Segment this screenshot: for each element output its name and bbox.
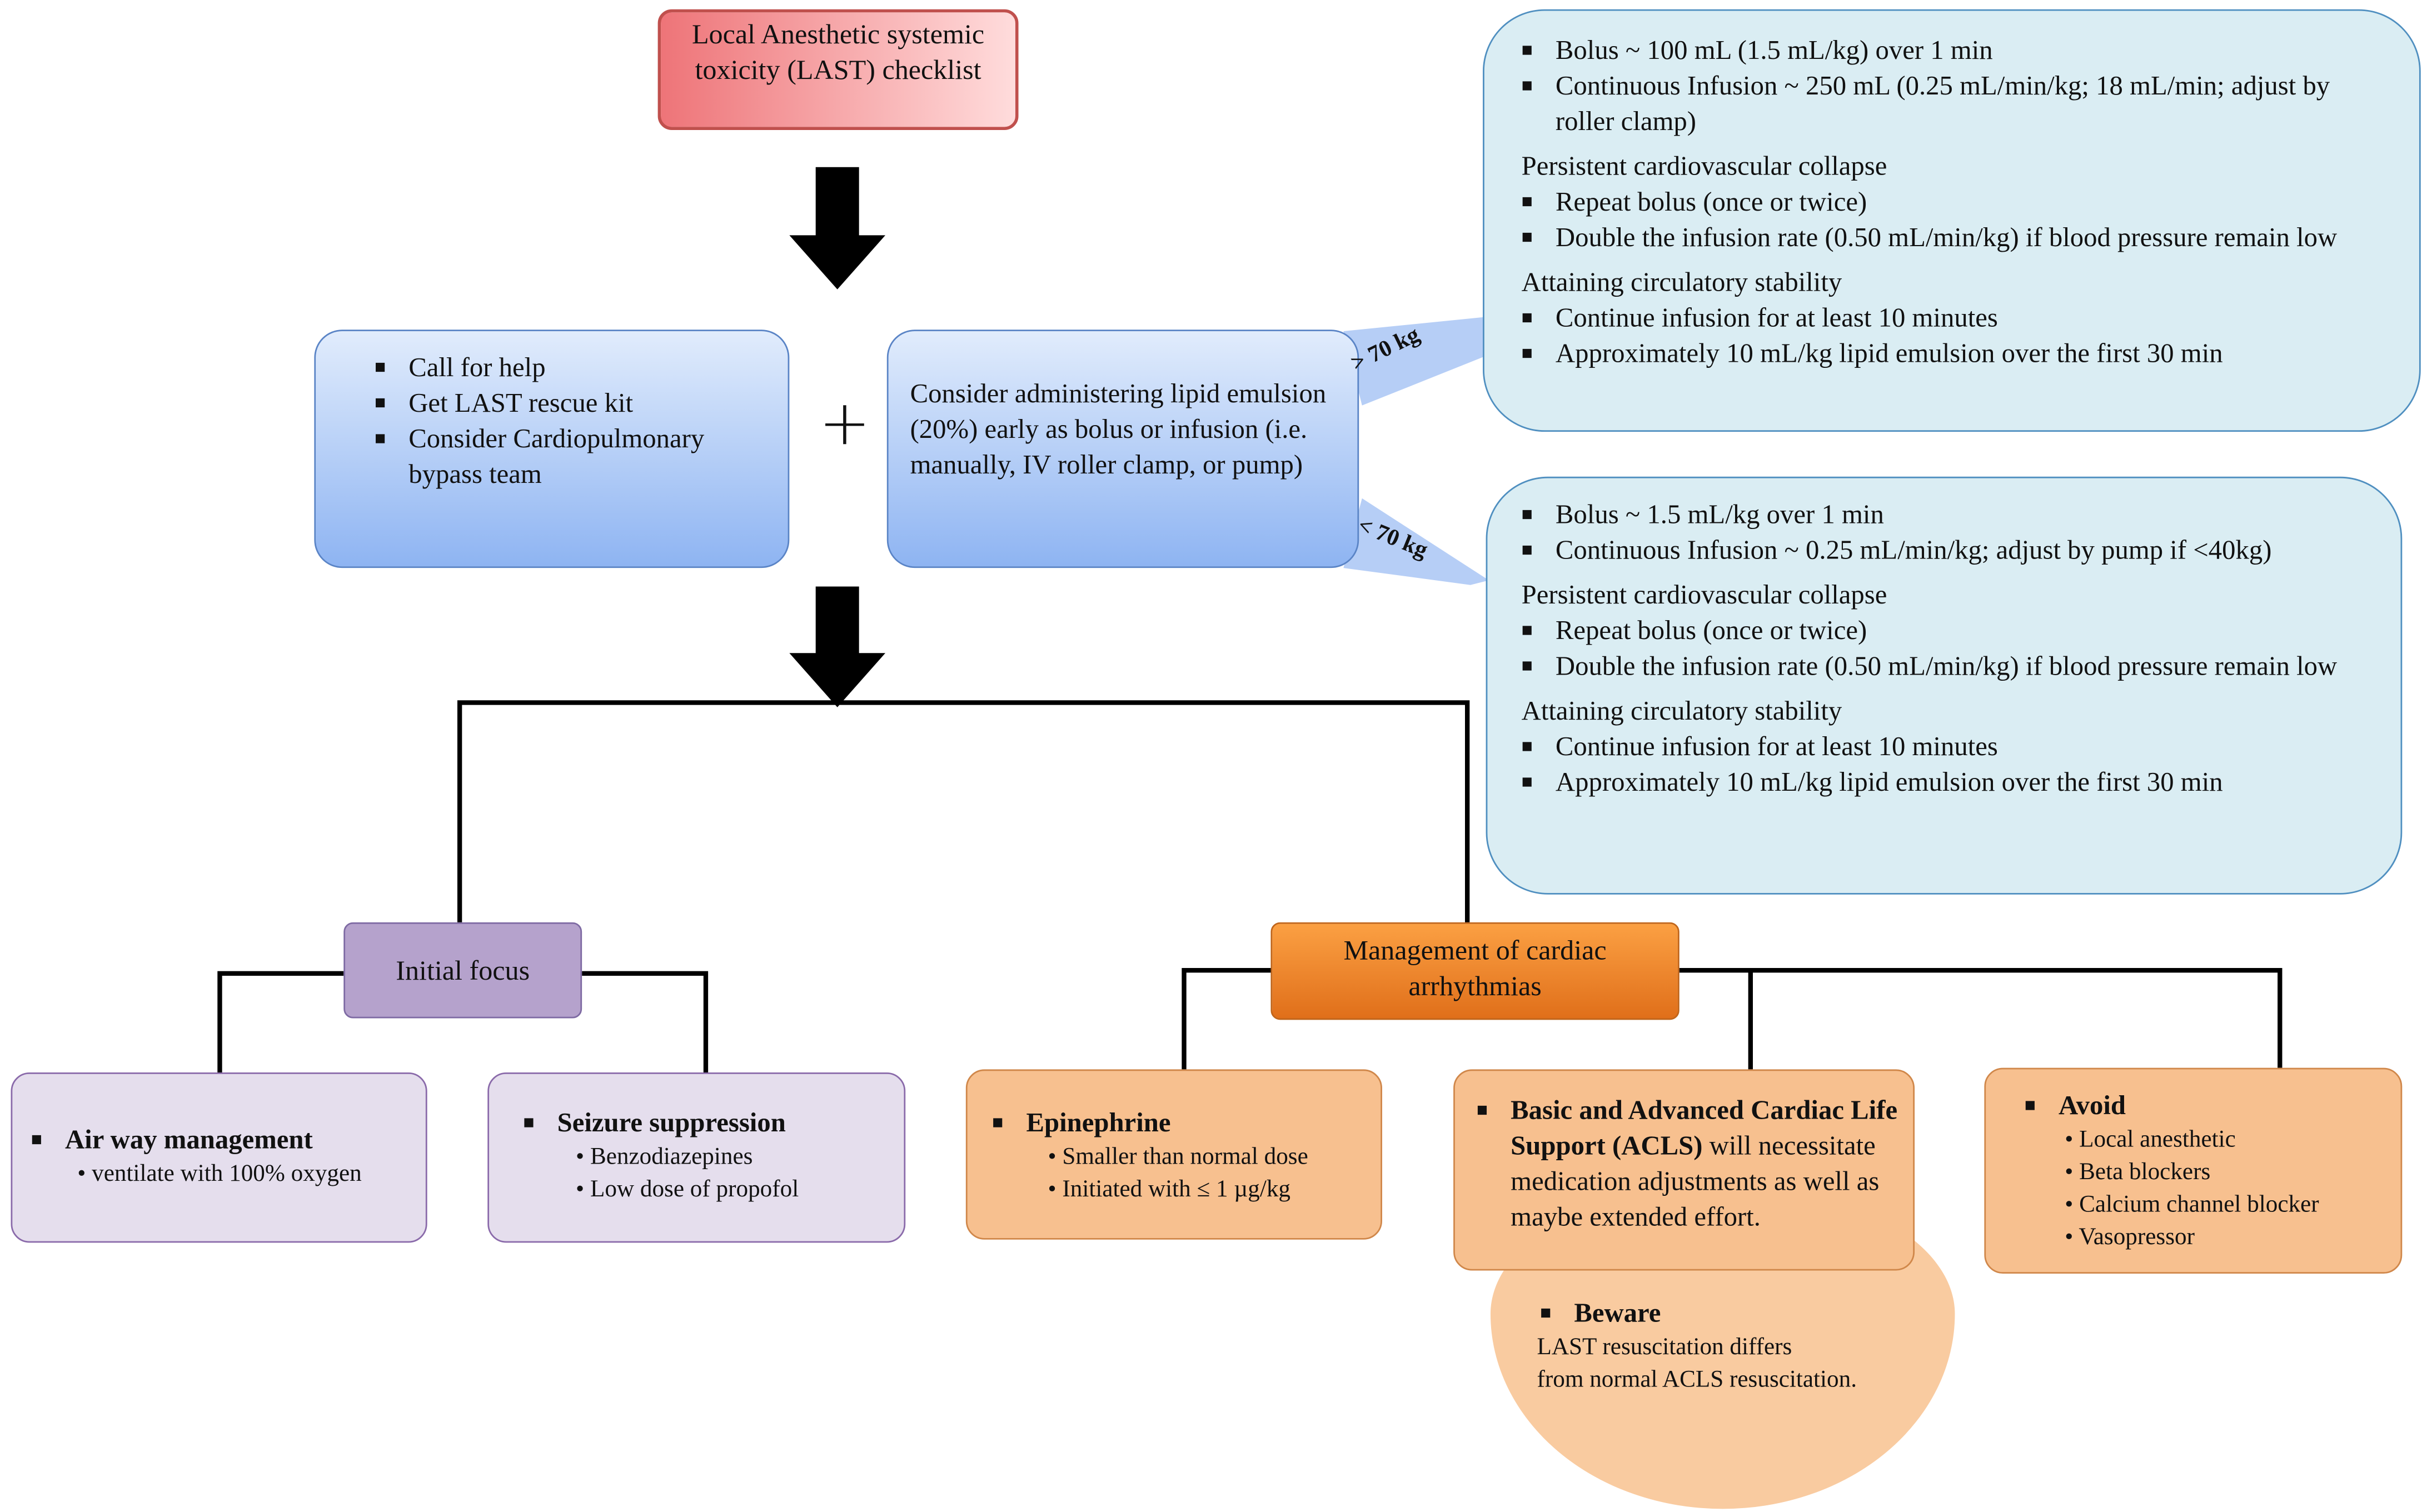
list-item: ■Repeat bolus (once or twice) (1521, 186, 1867, 217)
avoid-heading: ■Avoid (2024, 1089, 2126, 1121)
beware-line-2: from normal ACLS resuscitation. (1537, 1366, 1857, 1393)
title-box: Local Anesthetic systemic toxicity (LAST… (657, 9, 1019, 130)
seizure-heading: ■Seizure suppression (523, 1106, 786, 1137)
list-item: • Smaller than normal dose (1048, 1144, 1308, 1170)
list-item: ■Call for help (374, 351, 546, 382)
lipid-box: Consider administering lipid emulsion (2… (886, 330, 1359, 568)
seizure-box: ■Seizure suppression • Benzodiazepines •… (487, 1072, 906, 1243)
initial-actions-list: ■Call for help ■Get LAST rescue kit ■Con… (316, 331, 788, 492)
management-label: Management of cardiac arrhythmias (1343, 935, 1607, 1001)
airway-heading: ■Air way management (31, 1123, 313, 1155)
callout-under70 (1343, 498, 1489, 585)
plus-icon: + (819, 388, 871, 460)
branch-mgmt-left (1182, 968, 1271, 1070)
branch-initial-right (582, 971, 709, 1073)
list-item: ■Get LAST rescue kit (374, 387, 634, 418)
list-item: ■Double the infusion rate (0.50 mL/min/k… (1521, 650, 2338, 681)
section-heading: Attaining circulatory stability (1521, 695, 1842, 726)
list-item: ■Continuous Infusion ~ 250 mL (0.25 mL/m… (1521, 69, 2330, 137)
list-item: • Vasopressor (2065, 1224, 2195, 1251)
list-item: • Beta blockers (2065, 1159, 2211, 1186)
over70-protocol-box: ■Bolus ~ 100 mL (1.5 mL/kg) over 1 min ■… (1483, 9, 2421, 432)
list-item: ■Consider Cardiopulmonary bypass team (374, 422, 705, 490)
list-item: • Benzodiazepines (576, 1144, 753, 1170)
initial-actions-box: ■Call for help ■Get LAST rescue kit ■Con… (314, 330, 790, 568)
arrow-down-middle (789, 586, 886, 707)
airway-box: ■Air way management • ventilate with 100… (11, 1072, 427, 1243)
section-heading: Persistent cardiovascular collapse (1521, 150, 1887, 181)
list-item: ■Approximately 10 mL/kg lipid emulsion o… (1521, 766, 2223, 797)
initial-focus-box: Initial focus (343, 922, 582, 1019)
list-item: ■Approximately 10 mL/kg lipid emulsion o… (1521, 337, 2223, 368)
branch-top (457, 700, 1470, 922)
acls-text: Basic and Advanced Cardiac Life Support … (1511, 1094, 1898, 1232)
avoid-box: ■Avoid • Local anesthetic • Beta blocker… (1984, 1067, 2403, 1274)
section-heading: Persistent cardiovascular collapse (1521, 578, 1887, 610)
epinephrine-box: ■Epinephrine • Smaller than normal dose … (965, 1069, 1383, 1240)
list-item: ■Bolus ~ 1.5 mL/kg over 1 min (1521, 498, 1884, 530)
epinephrine-heading: ■Epinephrine (992, 1106, 1171, 1137)
arrow-down-top (789, 167, 886, 290)
bullet: ■ (1476, 1099, 1488, 1121)
beware-heading: ■Beware (1540, 1296, 1661, 1328)
callout-over70 (1343, 317, 1486, 406)
lipid-text: Consider administering lipid emulsion (2… (910, 377, 1327, 480)
management-box: Management of cardiac arrhythmias (1270, 922, 1680, 1020)
list-item: • Local anesthetic (2065, 1126, 2236, 1153)
list-item: • Calcium channel blocker (2065, 1191, 2319, 1218)
initial-focus-label: Initial focus (396, 955, 530, 986)
list-item: ■Repeat bolus (once or twice) (1521, 614, 1867, 646)
list-item: • Low dose of propofol (576, 1176, 799, 1202)
acls-box: ■ Basic and Advanced Cardiac Life Suppor… (1453, 1069, 1915, 1271)
list-item: ■Continuous Infusion ~ 0.25 mL/min/kg; a… (1521, 533, 2272, 565)
branch-mgmt-right (1679, 968, 2283, 1068)
list-item: • ventilate with 100% oxygen (77, 1160, 362, 1187)
list-item: ■Double the infusion rate (0.50 mL/min/k… (1521, 221, 2338, 252)
list-item: ■Bolus ~ 100 mL (1.5 mL/kg) over 1 min (1521, 34, 1993, 65)
under70-protocol-box: ■Bolus ~ 1.5 mL/kg over 1 min ■Continuou… (1486, 476, 2403, 895)
list-item: • Initiated with ≤ 1 µg/kg (1048, 1176, 1291, 1202)
list-item: ■Continue infusion for at least 10 minut… (1521, 302, 1998, 333)
list-item: ■Continue infusion for at least 10 minut… (1521, 730, 1998, 762)
title-text: Local Anesthetic systemic toxicity (LAST… (691, 18, 985, 84)
section-heading: Attaining circulatory stability (1521, 266, 1842, 297)
branch-initial (217, 971, 344, 1073)
beware-line-1: LAST resuscitation differs (1537, 1334, 1792, 1361)
